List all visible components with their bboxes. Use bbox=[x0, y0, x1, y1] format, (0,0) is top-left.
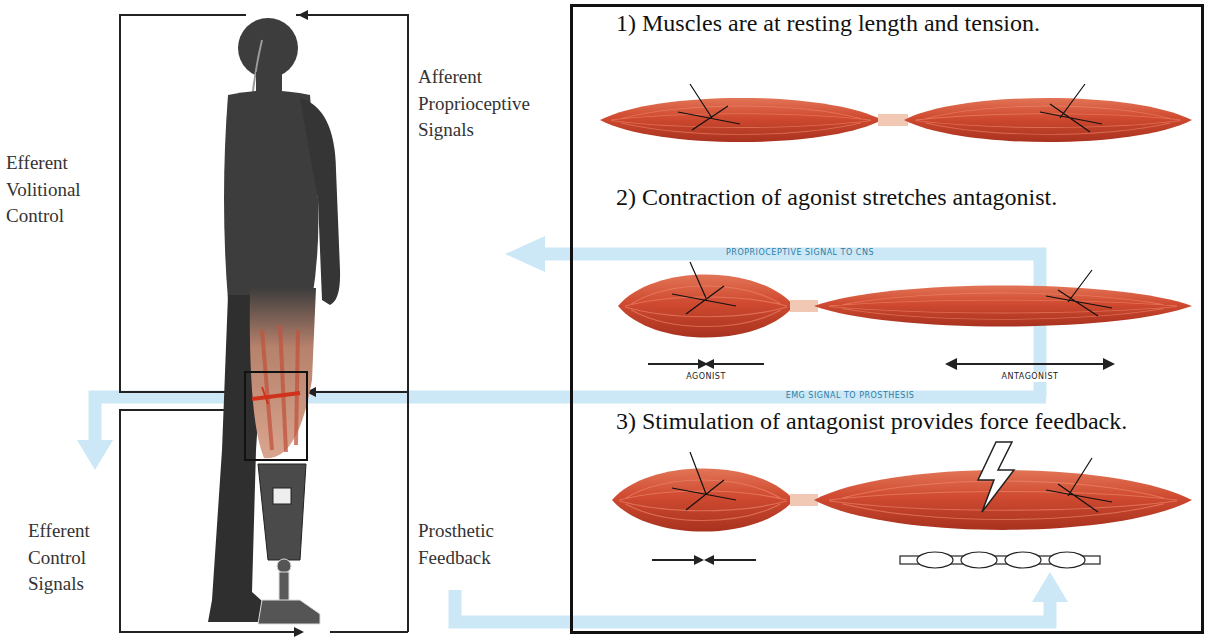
text-holder: ANTAGONIST bbox=[1000, 372, 1061, 382]
arrow-head bbox=[505, 236, 545, 272]
nerve bbox=[672, 262, 1112, 316]
spring-coil bbox=[1049, 552, 1085, 568]
agonist-muscle bbox=[618, 275, 794, 338]
arm bbox=[300, 98, 340, 305]
force-arrows bbox=[648, 363, 1105, 365]
loop-label: Afferent Proprioceptive Signals bbox=[418, 64, 530, 144]
arrow-head bbox=[77, 440, 113, 470]
nerve bbox=[678, 84, 1102, 132]
step-heading: 3) Stimulation of antagonist provides fo… bbox=[616, 408, 1127, 434]
tendon bbox=[878, 114, 908, 126]
arrow-head bbox=[1032, 572, 1068, 602]
prosthetic-joint bbox=[277, 559, 291, 573]
muscle-pair bbox=[252, 393, 300, 399]
prosthetic-socket bbox=[258, 464, 306, 560]
muscle bbox=[600, 98, 882, 142]
text-holder: AGONIST bbox=[684, 372, 728, 382]
feedback-band bbox=[455, 590, 1050, 622]
loop-label: Prosthetic Feedback bbox=[418, 518, 494, 571]
stimulation-bolt bbox=[978, 442, 1014, 512]
text-holder: Efferent Volitional Control bbox=[6, 150, 81, 230]
muscle-row-1 bbox=[600, 84, 1192, 142]
pylon bbox=[279, 572, 289, 602]
arrow-head bbox=[1103, 358, 1115, 370]
step-panel: 1) Muscles are at resting length and ten… bbox=[570, 4, 1204, 634]
head bbox=[238, 18, 298, 78]
loop-line bbox=[312, 391, 408, 393]
text-holder: 3) Stimulation of antagonist provides fo… bbox=[616, 408, 1127, 434]
text-holder: Afferent Proprioceptive Signals bbox=[418, 64, 530, 144]
nerve bbox=[672, 452, 1112, 512]
muscle-row-3 bbox=[612, 442, 1192, 568]
arrow-head bbox=[298, 10, 308, 20]
text-holder: 1) Muscles are at resting length and ten… bbox=[616, 10, 1040, 36]
text-holder: Prosthetic Feedback bbox=[418, 518, 494, 571]
arrow-head bbox=[294, 627, 304, 637]
muscle-label: ANTAGONIST bbox=[1000, 372, 1061, 382]
muscle bbox=[612, 469, 794, 532]
spring-symbol bbox=[900, 552, 1100, 568]
control-loop-lines bbox=[120, 15, 408, 632]
muscle bbox=[904, 98, 1192, 142]
prosthetic-foot bbox=[258, 600, 320, 624]
spring-coil bbox=[1005, 552, 1041, 568]
arrow-head bbox=[694, 555, 704, 565]
arrow-head bbox=[945, 358, 957, 370]
text-holder: EMG SIGNAL TO PROSTHESIS bbox=[784, 391, 917, 401]
limb-muscles bbox=[262, 325, 298, 452]
step-heading: 2) Contraction of agonist stretches anta… bbox=[616, 184, 1057, 210]
signal-label: PROPRIOCEPTIVE SIGNAL TO CNS bbox=[724, 248, 876, 258]
arrow-head bbox=[704, 555, 714, 565]
tendon bbox=[790, 300, 818, 312]
loop-label: Efferent Volitional Control bbox=[6, 150, 81, 230]
tendon bbox=[790, 494, 818, 506]
antagonist-muscle bbox=[814, 286, 1192, 327]
human-figure bbox=[208, 18, 340, 624]
spring-coil bbox=[961, 552, 997, 568]
socket-electronics bbox=[273, 488, 291, 504]
loop-line bbox=[330, 631, 408, 633]
arrow-head bbox=[704, 359, 714, 369]
signal-label: EMG SIGNAL TO PROSTHESIS bbox=[784, 391, 917, 401]
text-holder: 2) Contraction of agonist stretches anta… bbox=[616, 184, 1057, 210]
spring-coil bbox=[917, 552, 953, 568]
muscle-row-2 bbox=[618, 262, 1192, 370]
muscle-label: AGONIST bbox=[684, 372, 728, 382]
text-holder: PROPRIOCEPTIVE SIGNAL TO CNS bbox=[724, 248, 876, 258]
text-holder: Efferent Control Signals bbox=[28, 518, 90, 598]
detail-box bbox=[245, 372, 307, 460]
muscle-pair bbox=[262, 387, 268, 404]
loop-label: Efferent Control Signals bbox=[28, 518, 90, 598]
step-heading: 1) Muscles are at resting length and ten… bbox=[616, 10, 1040, 36]
